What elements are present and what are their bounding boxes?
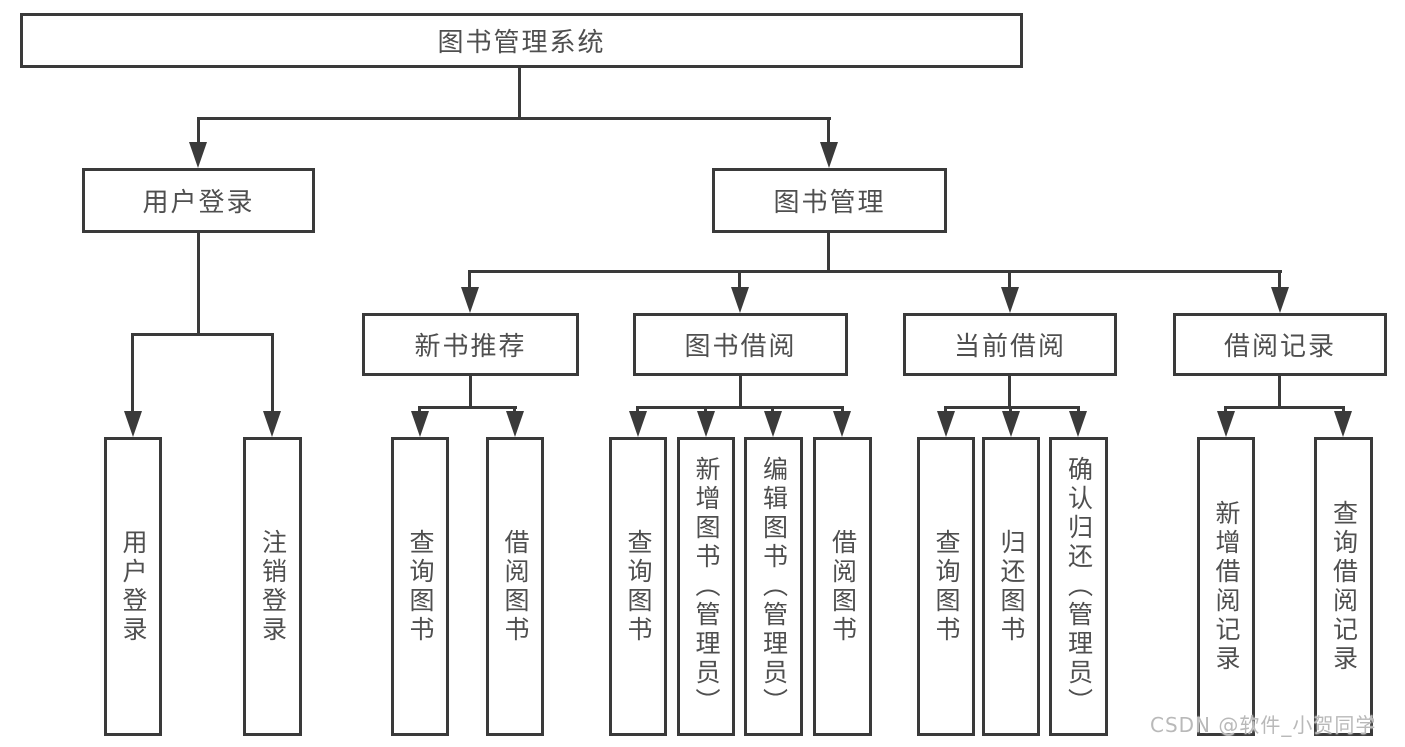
- node-user-login: 用户登录: [82, 168, 315, 233]
- connector-book-borrow-stem: [739, 374, 742, 408]
- connector-root-branch: [197, 117, 831, 120]
- node-leaf-edit-book-admin: 编辑图书（管理员）: [744, 437, 803, 736]
- connector-drop-query-books-3: [944, 406, 947, 413]
- node-leaf-user-login: 用户登录: [104, 437, 162, 736]
- arrow-into-add-book: [697, 411, 715, 437]
- connector-book-management-branch: [468, 270, 1282, 273]
- node-current-borrowing: 当前借阅: [903, 313, 1117, 376]
- connector-drop-query-books-2: [636, 406, 639, 413]
- node-leaf-add-borrow-record: 新增借阅记录: [1197, 437, 1255, 736]
- connector-drop-borrow-records: [1278, 270, 1281, 289]
- node-leaf-borrow-books-2: 借阅图书: [813, 437, 872, 736]
- node-new-book-recommend: 新书推荐: [362, 313, 579, 376]
- connector-user-login-branch: [131, 333, 274, 336]
- connector-current-borrow-branch: [944, 406, 1080, 409]
- csdn-watermark: CSDN @软件_小贺同学: [1150, 713, 1377, 737]
- node-book-management: 图书管理: [712, 168, 947, 233]
- node-leaf-confirm-return-admin: 确认归还（管理员）: [1049, 437, 1108, 736]
- connector-drop-confirm-return: [1077, 406, 1080, 413]
- connector-drop-borrow-books-2: [841, 406, 844, 413]
- connector-drop-query-books-1: [418, 406, 421, 413]
- connector-drop-query-record: [1342, 406, 1345, 413]
- arrow-into-edit-book: [764, 411, 782, 437]
- connector-drop-borrow-books-1: [513, 406, 516, 413]
- connector-new-book-branch: [418, 406, 517, 409]
- node-leaf-logout: 注销登录: [243, 437, 302, 736]
- connector-root-stem: [518, 66, 521, 119]
- connector-borrow-records-stem: [1278, 374, 1281, 408]
- arrow-into-confirm-return: [1069, 411, 1087, 437]
- arrow-into-query-books-1: [411, 411, 429, 437]
- arrow-into-borrow-books-1: [506, 411, 524, 437]
- arrow-into-book-borrow: [731, 287, 749, 313]
- connector-drop-book-borrow: [738, 270, 741, 289]
- connector-drop-book-management: [827, 117, 830, 144]
- arrow-into-logout: [263, 411, 281, 437]
- arrow-into-return-book: [1002, 411, 1020, 437]
- node-leaf-query-books-2: 查询图书: [609, 437, 667, 736]
- connector-drop-new-book: [468, 270, 471, 289]
- connector-drop-edit-book: [771, 406, 774, 413]
- node-leaf-add-book-admin: 新增图书（管理员）: [677, 437, 735, 736]
- arrow-into-current-borrow: [1001, 287, 1019, 313]
- arrow-into-query-books-2: [629, 411, 647, 437]
- node-leaf-query-borrow-record: 查询借阅记录: [1314, 437, 1373, 736]
- arrow-into-query-books-3: [937, 411, 955, 437]
- arrow-into-new-book: [461, 287, 479, 313]
- connector-drop-login: [131, 333, 134, 413]
- connector-drop-add-book: [704, 406, 707, 413]
- node-leaf-query-books-1: 查询图书: [391, 437, 449, 736]
- node-leaf-return-book: 归还图书: [982, 437, 1040, 736]
- connector-book-borrow-branch: [636, 406, 844, 409]
- arrow-into-borrow-books-2: [833, 411, 851, 437]
- connector-borrow-records-branch: [1224, 406, 1345, 409]
- connector-new-book-stem: [469, 374, 472, 408]
- node-borrowing-records: 借阅记录: [1173, 313, 1387, 376]
- node-book-borrowing: 图书借阅: [633, 313, 848, 376]
- connector-drop-return-book: [1009, 406, 1012, 413]
- connector-drop-logout: [271, 333, 274, 413]
- arrow-into-query-record: [1334, 411, 1352, 437]
- connector-drop-current-borrow: [1008, 270, 1011, 289]
- connector-user-login-stem: [197, 231, 200, 335]
- arrow-into-add-record: [1217, 411, 1235, 437]
- node-leaf-borrow-books-1: 借阅图书: [486, 437, 544, 736]
- arrow-into-login: [124, 411, 142, 437]
- connector-drop-add-record: [1224, 406, 1227, 413]
- connector-book-management-stem: [827, 231, 830, 272]
- connector-drop-user-login: [197, 117, 200, 144]
- node-leaf-query-books-3: 查询图书: [917, 437, 975, 736]
- connector-current-borrow-stem: [1008, 374, 1011, 408]
- arrow-into-book-management: [820, 142, 838, 168]
- arrow-into-user-login: [189, 142, 207, 168]
- arrow-into-borrow-records: [1271, 287, 1289, 313]
- node-library-system: 图书管理系统: [20, 13, 1023, 68]
